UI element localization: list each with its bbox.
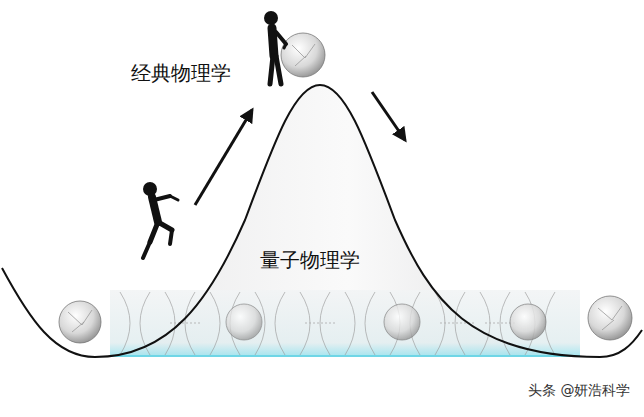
paper-creases xyxy=(68,44,622,332)
tunnel-arrows xyxy=(170,323,515,324)
classical-label: 经典物理学 xyxy=(129,60,233,87)
tunnel-floor xyxy=(110,355,580,357)
wave-pattern xyxy=(120,292,555,355)
hill xyxy=(95,85,600,357)
down-arrow xyxy=(372,92,405,140)
climbing-man xyxy=(143,182,178,258)
up-arrow xyxy=(195,110,252,205)
watermark: 头条 @妍浩科学 xyxy=(526,382,632,400)
standing-man xyxy=(264,11,286,84)
potential-curve xyxy=(2,85,642,357)
quantum-label: 量子物理学 xyxy=(258,247,362,274)
paper-balls xyxy=(59,33,632,343)
